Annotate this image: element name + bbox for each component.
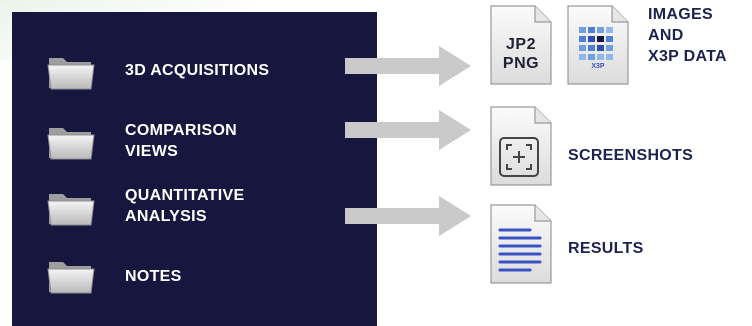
folder-icon	[47, 262, 95, 294]
document-lines-icon	[490, 204, 552, 284]
folder-icon	[47, 128, 95, 160]
folder-icon	[47, 194, 95, 226]
screenshot-icon	[490, 106, 552, 186]
folder-label: 3D ACQUISITIONS	[125, 62, 270, 79]
folder-label: QUANTITATIVE ANALYSIS	[125, 187, 245, 225]
folder-label: NOTES	[125, 268, 182, 285]
x3p-icon-label: X3P	[591, 63, 605, 70]
images-and-x3p-data-label: IMAGES AND X3P DATA	[648, 6, 727, 65]
screenshots-label: SCREENSHOTS	[568, 147, 694, 164]
x3p-file-icon	[567, 5, 629, 85]
file-type-label: JP2 PNG	[502, 36, 540, 72]
arrow-right-icon	[345, 110, 471, 150]
folder-label: COMPARISON VIEWS	[125, 122, 238, 160]
folder-panel: 3D ACQUISITIONS COMPARISON VIEWS QUANTIT…	[12, 12, 377, 326]
image-file-icon	[490, 5, 552, 85]
results-label: RESULTS	[568, 240, 644, 257]
arrow-right-icon	[345, 46, 471, 86]
arrow-right-icon	[345, 196, 471, 236]
folder-icon	[47, 58, 95, 90]
